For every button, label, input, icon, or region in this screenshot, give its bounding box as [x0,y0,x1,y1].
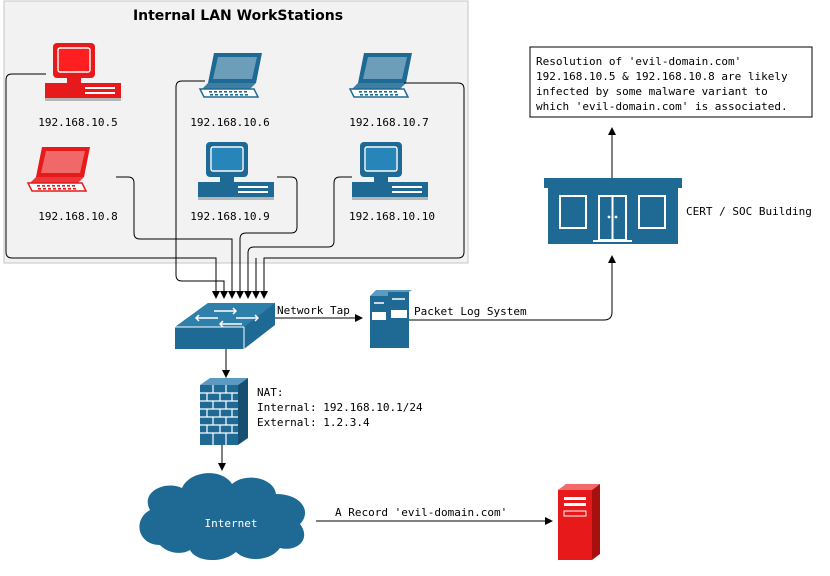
packet-log-label: Packet Log System [414,305,527,318]
nat-line: NAT: [257,386,284,399]
lan-group-box [3,0,469,264]
network-tap-label: Network Tap [277,304,350,317]
workstation-ip-label: 192.168.10.8 [38,210,117,223]
log-to-cert-connection [409,255,616,321]
nat-line: Internal: 192.168.10.1/24 [257,401,423,414]
firewall-icon[interactable] [200,378,248,445]
resolution-line: infected by some malware variant to [536,85,768,98]
dns-record-label: A Record 'evil-domain.com' [335,506,507,519]
workstation-ip-label: 192.168.10.10 [349,210,435,223]
internet-cloud-icon[interactable] [139,473,306,561]
cert-label: CERT / SOC Building [686,205,812,218]
internet-label: Internet [205,517,258,530]
resolution-line: 192.168.10.5 & 192.168.10.8 are likely [536,70,788,83]
packet-log-server-icon[interactable] [370,290,412,348]
nat-line: External: 1.2.3.4 [257,416,370,429]
resolution-line: which 'evil-domain.com' is associated. [536,100,788,113]
workstation-ip-label: 192.168.10.6 [190,116,269,129]
malicious-server-icon[interactable] [558,484,600,560]
cert-soc-building-icon[interactable] [544,178,682,244]
workstation-ip-label: 192.168.10.9 [190,210,269,223]
workstation-ip-label: 192.168.10.5 [38,116,117,129]
lan-title: Internal LAN WorkStations [133,8,343,24]
resolution-note [529,46,813,118]
workstation-ip-label: 192.168.10.7 [349,116,428,129]
lan-connections [5,73,465,299]
network-switch-icon[interactable] [175,303,275,349]
resolution-line: Resolution of 'evil-domain.com' [536,55,741,68]
